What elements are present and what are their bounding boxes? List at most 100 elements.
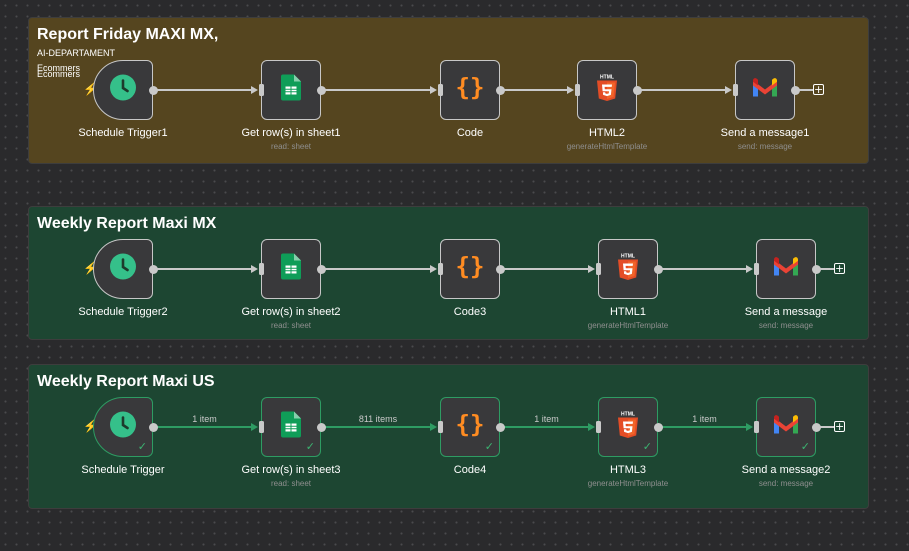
gmail-icon xyxy=(772,414,800,441)
node-clock[interactable] xyxy=(93,60,158,120)
connection-line[interactable] xyxy=(157,268,252,270)
group-subtitle: Ecommers xyxy=(37,63,81,73)
node-google-sheets[interactable] xyxy=(258,239,326,299)
output-port[interactable] xyxy=(149,423,158,432)
node-code-braces[interactable]: {} xyxy=(437,239,505,299)
node-google-sheets[interactable]: ✓ xyxy=(258,397,326,457)
input-port[interactable] xyxy=(753,421,759,433)
connection-arrow xyxy=(430,423,437,431)
output-port[interactable] xyxy=(633,86,642,95)
output-port[interactable] xyxy=(496,86,505,95)
input-port[interactable] xyxy=(595,263,601,275)
connection-line[interactable] xyxy=(504,426,589,428)
output-port[interactable] xyxy=(317,265,326,274)
add-node-button[interactable]: + xyxy=(834,262,845,275)
group-title[interactable]: Report Friday MAXI MX, xyxy=(37,26,219,43)
group-subtitle: AI-DEPARTAMENT xyxy=(37,48,116,58)
input-port[interactable] xyxy=(437,84,443,96)
connection-line[interactable] xyxy=(504,268,589,270)
node-html5[interactable]: HTML xyxy=(595,239,663,299)
input-port[interactable] xyxy=(732,84,738,96)
svg-text:HTML: HTML xyxy=(621,412,635,418)
node-operation: send: message xyxy=(758,321,814,330)
add-node-button[interactable]: + xyxy=(813,83,824,96)
output-port[interactable] xyxy=(654,423,663,432)
node-gmail[interactable] xyxy=(732,60,800,120)
node-name: HTML3 xyxy=(609,464,647,476)
connection-line[interactable] xyxy=(325,268,431,270)
connection-item-count: 1 item xyxy=(692,414,717,424)
input-port[interactable] xyxy=(595,421,601,433)
node-google-sheets[interactable] xyxy=(258,60,326,120)
add-node-line xyxy=(820,426,834,428)
connection-line[interactable] xyxy=(157,426,252,428)
group-subtitle: Ecommers xyxy=(37,69,81,79)
connection-arrow xyxy=(430,86,437,94)
connection-arrow xyxy=(251,265,258,273)
connection-arrow xyxy=(746,265,753,273)
group-title[interactable]: Weekly Report Maxi US xyxy=(37,373,215,390)
svg-text:{}: {} xyxy=(456,412,484,438)
connection-arrow xyxy=(251,86,258,94)
html5-icon: HTML xyxy=(617,411,639,444)
node-clock[interactable] xyxy=(93,239,158,299)
output-port[interactable] xyxy=(654,265,663,274)
node-code-braces[interactable]: {}✓ xyxy=(437,397,505,457)
connection-line[interactable] xyxy=(157,89,252,91)
connection-item-count: 1 item xyxy=(534,414,559,424)
node-name: Get row(s) in sheet2 xyxy=(241,306,341,318)
node-name: Get row(s) in sheet3 xyxy=(241,464,341,476)
node-name: HTML2 xyxy=(588,127,626,139)
node-name: Schedule Trigger xyxy=(81,464,165,476)
node-gmail[interactable]: ✓ xyxy=(753,397,821,457)
input-port[interactable] xyxy=(574,84,580,96)
output-port[interactable] xyxy=(812,423,821,432)
connection-arrow xyxy=(251,423,258,431)
input-port[interactable] xyxy=(437,421,443,433)
clock-icon xyxy=(109,253,137,286)
add-node-button[interactable]: + xyxy=(834,420,845,433)
google-sheets-icon xyxy=(281,411,301,443)
group-title[interactable]: Weekly Report Maxi MX xyxy=(37,215,217,232)
connection-arrow xyxy=(567,86,574,94)
output-port[interactable] xyxy=(496,423,505,432)
success-check-icon: ✓ xyxy=(800,441,810,453)
output-port[interactable] xyxy=(791,86,800,95)
output-port[interactable] xyxy=(812,265,821,274)
node-html5[interactable]: HTML ✓ xyxy=(595,397,663,457)
input-port[interactable] xyxy=(753,263,759,275)
output-port[interactable] xyxy=(149,86,158,95)
svg-text:HTML: HTML xyxy=(621,254,635,260)
node-clock[interactable]: ✓ xyxy=(93,397,158,457)
node-name: Code4 xyxy=(453,464,487,476)
input-port[interactable] xyxy=(258,421,264,433)
svg-text:HTML: HTML xyxy=(600,75,614,81)
node-name: Schedule Trigger2 xyxy=(78,306,168,318)
connection-line[interactable] xyxy=(641,89,726,91)
output-port[interactable] xyxy=(496,265,505,274)
add-node-line xyxy=(820,268,834,270)
node-name: Schedule Trigger1 xyxy=(78,127,168,139)
input-port[interactable] xyxy=(258,84,264,96)
node-gmail[interactable] xyxy=(753,239,821,299)
input-port[interactable] xyxy=(437,263,443,275)
add-node-line xyxy=(799,89,813,91)
connection-arrow xyxy=(588,265,595,273)
node-name: HTML1 xyxy=(609,306,647,318)
connection-line[interactable] xyxy=(504,89,568,91)
connection-line[interactable] xyxy=(325,426,431,428)
success-check-icon: ✓ xyxy=(642,441,652,453)
input-port[interactable] xyxy=(258,263,264,275)
node-code-braces[interactable]: {} xyxy=(437,60,505,120)
output-port[interactable] xyxy=(317,423,326,432)
node-html5[interactable]: HTML xyxy=(574,60,642,120)
code-braces-icon: {} xyxy=(456,74,485,106)
connection-line[interactable] xyxy=(325,89,431,91)
output-port[interactable] xyxy=(149,265,158,274)
output-port[interactable] xyxy=(317,86,326,95)
svg-text:{}: {} xyxy=(456,254,484,280)
connection-line[interactable] xyxy=(662,268,747,270)
connection-line[interactable] xyxy=(662,426,747,428)
